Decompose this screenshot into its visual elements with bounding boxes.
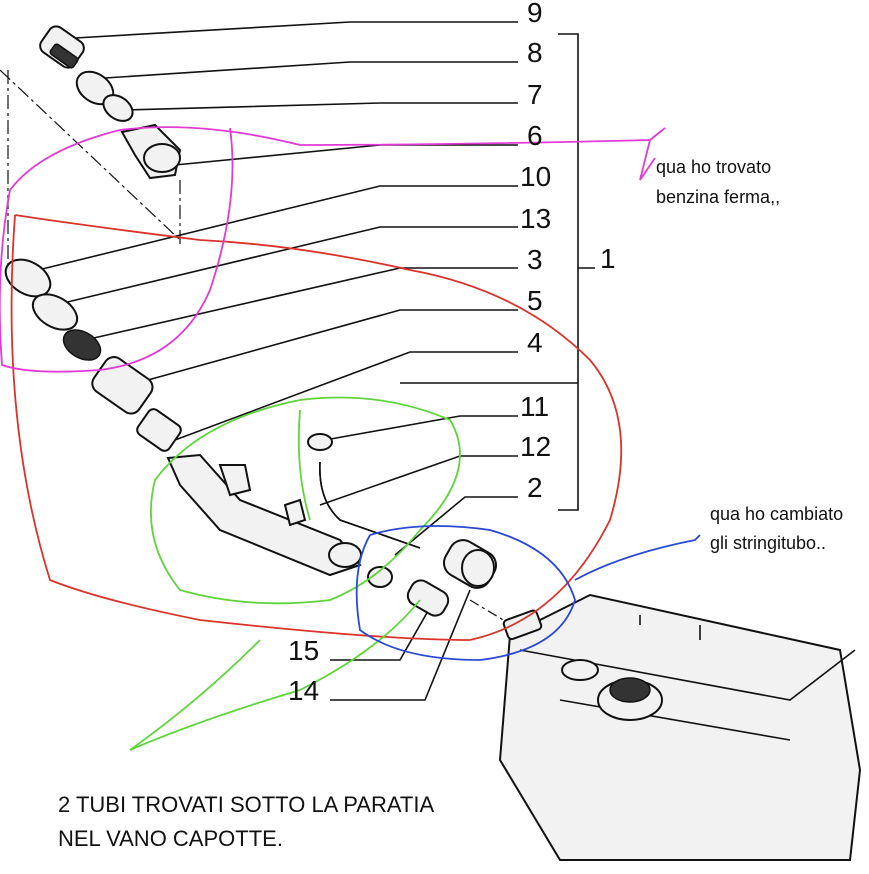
part-7-ring [102, 94, 134, 122]
callout-7: 7 [527, 79, 543, 110]
blue-marker-outline [355, 525, 701, 661]
note-clamps-line1: qua ho cambiato [710, 504, 843, 524]
axis-line [0, 69, 181, 241]
green-marker-outline [129, 396, 461, 751]
part-11-clamp [307, 433, 333, 451]
part-9-cap [39, 25, 85, 69]
callout-11: 11 [520, 391, 549, 422]
callout-3: 3 [527, 244, 543, 275]
note-fuel-still-line2: benzina ferma,, [656, 187, 780, 207]
callout-10: 10 [520, 161, 551, 192]
callout-12: 12 [520, 431, 551, 462]
part-10-flange [4, 258, 52, 298]
callout-5: 5 [527, 285, 543, 316]
magenta-marker-outline [0, 126, 666, 373]
callout-1: 1 [600, 243, 616, 274]
callout-14: 14 [288, 675, 319, 706]
callout-6: 6 [527, 120, 543, 151]
callout-9: 9 [527, 0, 543, 28]
callout-8: 8 [527, 37, 543, 68]
callout-15: 15 [288, 635, 319, 666]
part-4-sleeve [136, 408, 182, 452]
caption-line2: NEL VANO CAPOTTE. [58, 826, 283, 851]
part-14-coupling [442, 539, 498, 589]
part-15-coupling [406, 579, 450, 617]
callout-numbers: 9 8 7 6 10 13 3 5 4 11 12 2 1 15 14 [288, 0, 616, 706]
part-5-neck [91, 356, 154, 415]
part-3-ring [62, 329, 102, 361]
callout-2: 2 [527, 472, 543, 503]
note-clamps-line2: gli stringitubo.. [710, 533, 826, 553]
part-12-hose [319, 461, 421, 549]
part-6-bracket [120, 123, 182, 180]
callout-4: 4 [527, 327, 543, 358]
red-marker-outline [10, 214, 623, 641]
part-13-gasket [31, 293, 79, 331]
note-fuel-still-line1: qua ho trovato [656, 157, 771, 177]
caption-line1: 2 TUBI TROVATI SOTTO LA PARATIA [58, 792, 434, 817]
part-clamp-small [367, 566, 393, 588]
part-2-filler-pipe [166, 453, 362, 577]
callout-13: 13 [520, 203, 551, 234]
fuel-tank [498, 593, 862, 861]
